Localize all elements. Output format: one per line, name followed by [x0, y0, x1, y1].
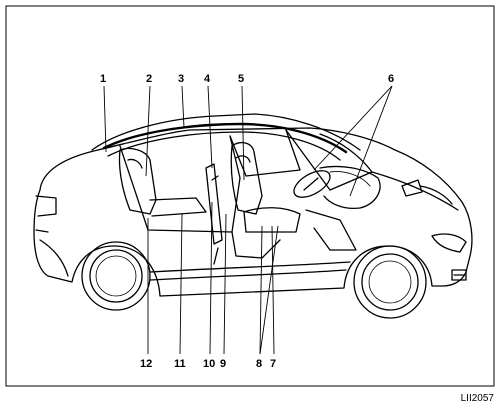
- callout-8: 8: [256, 358, 262, 370]
- callout-leaders: [103, 85, 393, 355]
- callout-11: 11: [174, 358, 186, 370]
- diagram-border: [5, 5, 495, 387]
- callout-1: 1: [100, 73, 106, 85]
- callout-5: 5: [238, 73, 244, 85]
- car-illustration: [33, 113, 473, 319]
- callout-12: 12: [140, 358, 152, 370]
- callout-7: 7: [270, 358, 276, 370]
- callout-10: 10: [203, 358, 215, 370]
- callout-9: 9: [220, 358, 226, 370]
- callout-4: 4: [204, 73, 211, 85]
- callout-3: 3: [178, 73, 184, 85]
- figure-code: LII2057: [460, 393, 494, 404]
- callout-6: 6: [388, 73, 394, 85]
- callout-2: 2: [146, 73, 152, 85]
